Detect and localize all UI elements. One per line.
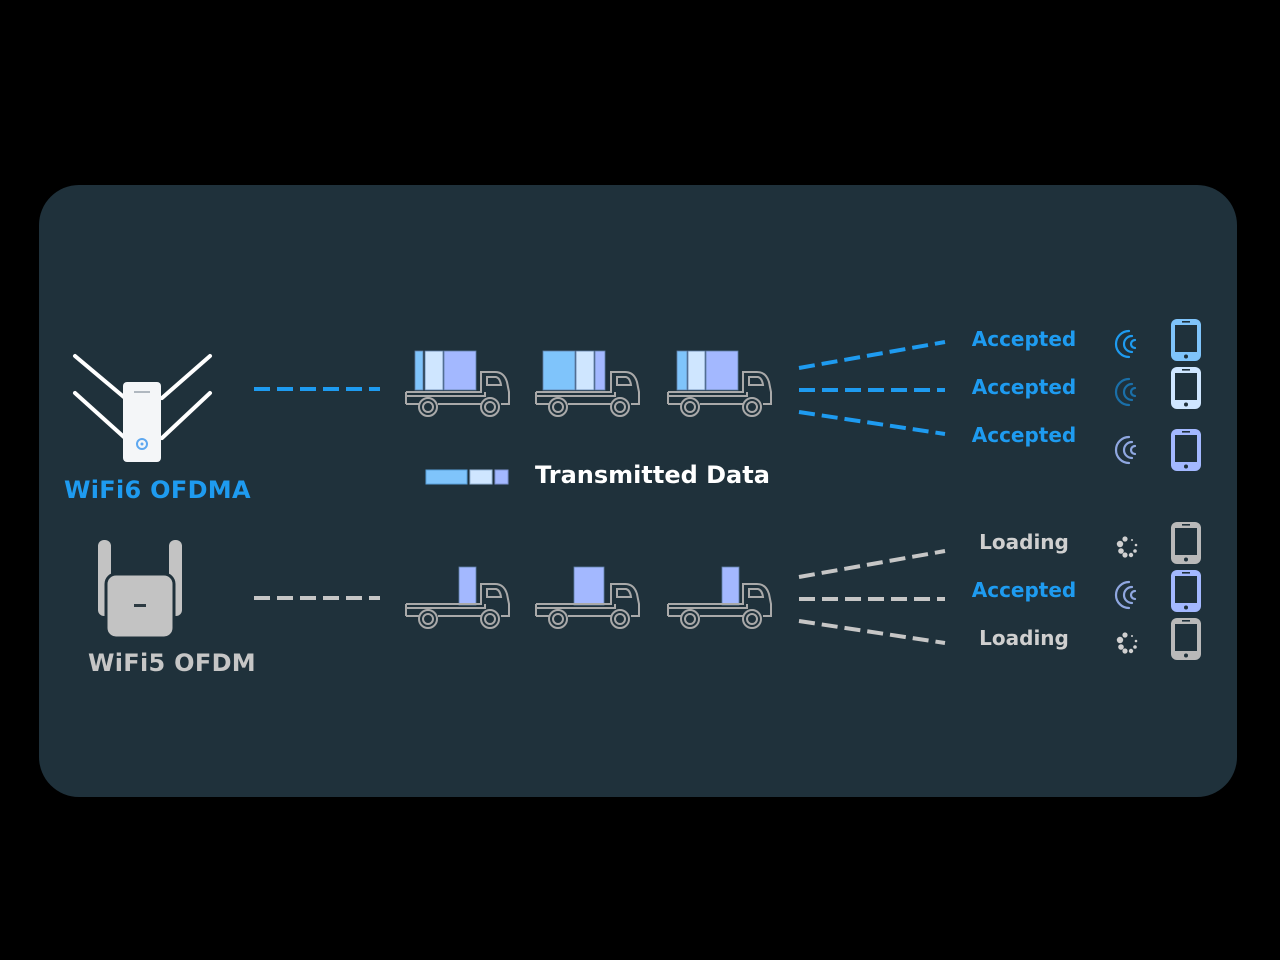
truck-wheel bbox=[422, 401, 434, 413]
truck-window bbox=[748, 376, 765, 386]
legend-swatch-2 bbox=[469, 469, 493, 485]
truck-wheel bbox=[610, 609, 630, 629]
wifi5-ofdm-label: WiFi5 OFDM bbox=[88, 649, 256, 677]
truck-body bbox=[406, 583, 510, 617]
client-status-label: Loading bbox=[979, 626, 1069, 650]
truck-icon bbox=[667, 566, 772, 629]
wifi6-input-link bbox=[254, 387, 380, 391]
diagram-panel bbox=[39, 185, 1237, 797]
fanout-link-1 bbox=[798, 549, 946, 579]
truck-wheel bbox=[614, 401, 626, 413]
legend-label: Transmitted Data bbox=[535, 461, 770, 489]
truck-body bbox=[406, 371, 510, 405]
smartphone-icon bbox=[1171, 618, 1201, 660]
client-status-label: Accepted bbox=[971, 578, 1077, 602]
truck-wheel bbox=[552, 613, 564, 625]
cargo-block bbox=[687, 350, 706, 391]
cargo-block bbox=[414, 350, 424, 391]
truck-wheel bbox=[742, 397, 762, 417]
wifi-signal-icon bbox=[1114, 580, 1137, 610]
truck-wheel bbox=[746, 401, 758, 413]
truck-icon bbox=[535, 566, 640, 629]
truck-wheel bbox=[614, 613, 626, 625]
truck-window bbox=[748, 588, 765, 598]
cargo-block bbox=[542, 350, 576, 391]
truck-wheel bbox=[418, 609, 438, 629]
truck-icon bbox=[667, 350, 772, 417]
smartphone-icon bbox=[1171, 319, 1201, 361]
loading-spinner-icon bbox=[1116, 632, 1138, 654]
truck-wheel bbox=[684, 613, 696, 625]
truck-icon bbox=[405, 566, 510, 629]
cargo-block bbox=[458, 566, 477, 606]
smartphone-icon bbox=[1171, 522, 1201, 564]
client-status-label: Loading bbox=[979, 530, 1069, 554]
wifi5-router-icon bbox=[98, 540, 182, 640]
wifi-signal-icon bbox=[1114, 435, 1137, 465]
wifi-signal-icon bbox=[1114, 377, 1137, 407]
truck-wheel bbox=[484, 401, 496, 413]
fanout-link-1 bbox=[798, 340, 946, 370]
smartphone-icon bbox=[1171, 570, 1201, 612]
truck-window bbox=[486, 376, 503, 386]
wifi5-fanout-links bbox=[798, 549, 946, 645]
wifi6-router-icon bbox=[73, 354, 212, 462]
truck-body bbox=[536, 371, 640, 405]
legend-swatches bbox=[425, 469, 509, 485]
wifi6-ofdma-label: WiFi6 OFDMA bbox=[64, 476, 251, 504]
client-status-label: Accepted bbox=[971, 375, 1077, 399]
truck-wheel bbox=[742, 609, 762, 629]
cargo-block bbox=[575, 350, 595, 391]
truck-body bbox=[668, 371, 772, 405]
cargo-block bbox=[594, 350, 606, 391]
truck-wheel bbox=[480, 397, 500, 417]
truck-body bbox=[536, 583, 640, 617]
cargo-block bbox=[676, 350, 688, 391]
cargo-block bbox=[721, 566, 740, 606]
truck-window bbox=[616, 588, 633, 598]
truck-wheel bbox=[746, 613, 758, 625]
client-status-label: Accepted bbox=[971, 327, 1077, 351]
cargo-block bbox=[705, 350, 739, 391]
cargo-block bbox=[573, 566, 605, 606]
truck-wheel bbox=[552, 401, 564, 413]
truck-wheel bbox=[418, 397, 438, 417]
truck-wheel bbox=[484, 613, 496, 625]
wifi-signal-icon bbox=[1114, 329, 1137, 359]
legend-swatch-3 bbox=[494, 469, 509, 485]
fanout-link-3 bbox=[798, 410, 946, 436]
truck-wheel bbox=[480, 609, 500, 629]
truck-body bbox=[668, 583, 772, 617]
cargo-block bbox=[424, 350, 444, 391]
truck-wheel bbox=[680, 397, 700, 417]
client-status-label: Accepted bbox=[971, 423, 1077, 447]
truck-wheel bbox=[548, 609, 568, 629]
truck-wheel bbox=[422, 613, 434, 625]
truck-wheel bbox=[610, 397, 630, 417]
truck-window bbox=[486, 588, 503, 598]
truck-window bbox=[616, 376, 633, 386]
truck-icon bbox=[405, 350, 510, 417]
wifi6-fanout-links bbox=[798, 340, 946, 436]
truck-wheel bbox=[684, 401, 696, 413]
legend-swatch-1 bbox=[425, 469, 468, 485]
wifi5-input-link bbox=[254, 596, 380, 600]
smartphone-icon bbox=[1171, 367, 1201, 409]
loading-spinner-icon bbox=[1116, 536, 1138, 558]
truck-wheel bbox=[548, 397, 568, 417]
cargo-block bbox=[443, 350, 477, 391]
fanout-link-3 bbox=[798, 619, 946, 645]
truck-icon bbox=[535, 350, 640, 417]
smartphone-icon bbox=[1171, 429, 1201, 471]
truck-wheel bbox=[680, 609, 700, 629]
